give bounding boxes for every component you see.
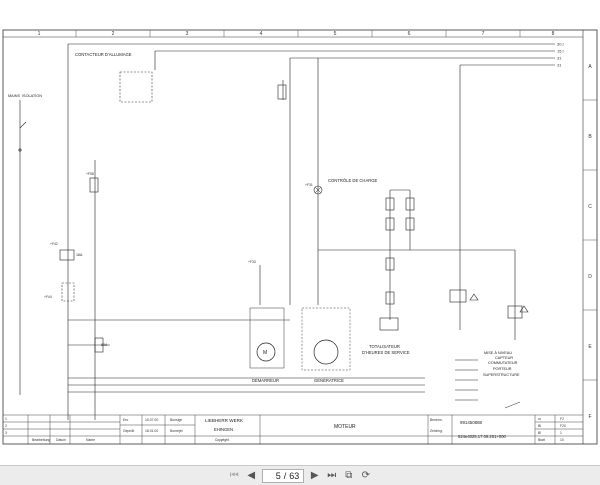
column-label: 1 bbox=[38, 31, 41, 37]
svg-text:M: M bbox=[263, 350, 267, 356]
checked-date: 18.01.00 bbox=[145, 429, 158, 433]
component-code: +F31 bbox=[305, 183, 313, 187]
created-label: Ers. bbox=[123, 418, 129, 422]
revision-index: 2 bbox=[5, 424, 7, 428]
next-page-icon[interactable]: ▶ bbox=[310, 470, 319, 481]
starter-label: DÉMARREUR bbox=[252, 378, 279, 383]
company-city: EHINGEN bbox=[214, 427, 233, 432]
level-sensor-label-3: COMMUTATEUR bbox=[488, 361, 518, 365]
zeichnung-label: Zeichng. bbox=[430, 429, 443, 433]
generator-label: GÉNÉRATRICE bbox=[314, 378, 344, 383]
sheet-value: 10 bbox=[560, 438, 564, 442]
isolation-label: ISOLATION bbox=[22, 94, 42, 98]
row-label: F bbox=[588, 414, 591, 420]
sheet-key: Bl bbox=[538, 424, 541, 428]
drawing-title: MOTEUR bbox=[334, 424, 356, 430]
row-label: E bbox=[588, 344, 592, 350]
column-label: 5 bbox=[334, 31, 337, 37]
drawing-number: 991450888 bbox=[460, 420, 483, 425]
rotate-icon[interactable]: ⟳ bbox=[361, 470, 370, 481]
created-name: Bonsign bbox=[170, 418, 182, 422]
sheet-value: 1 bbox=[560, 431, 562, 435]
copy-icon[interactable]: ⧉ bbox=[345, 470, 353, 481]
column-label: 8 bbox=[552, 31, 555, 37]
pdf-viewer-toolbar: ⏮ ◀ 5 / 63 ▶ ⏭ ⧉ ⟳ bbox=[0, 465, 600, 485]
revision-index: 3 bbox=[5, 431, 7, 435]
bus-label: 31 bbox=[557, 63, 562, 68]
column-label: 3 bbox=[186, 31, 189, 37]
sheet-value: F2 bbox=[560, 417, 564, 421]
sheet-value: F20 bbox=[560, 424, 566, 428]
sheet-key: Bl bbox=[538, 431, 541, 435]
checked-name: Bonrejet bbox=[170, 429, 183, 433]
ignition-switch-title: CONTACTEUR D'ALLUMAGE bbox=[75, 52, 132, 57]
bus-label: 15.I bbox=[557, 49, 564, 54]
created-date: 15.07.00 bbox=[145, 418, 158, 422]
mains-label: MAINS bbox=[8, 94, 20, 98]
fuse-rating: 16A bbox=[76, 253, 83, 257]
company-name: LIEBHERR WERK bbox=[205, 418, 244, 423]
drawing-reference: 524e4025.17.09.201+000 bbox=[458, 434, 507, 439]
column-label: 2 bbox=[112, 31, 115, 37]
column-label: 7 bbox=[482, 31, 485, 37]
last-page-icon[interactable]: ⏭ bbox=[327, 470, 337, 481]
benennung-label: Benenn. bbox=[430, 418, 443, 422]
charge-control-label: CONTRÔLE DE CHARGE bbox=[328, 178, 378, 183]
fuse-rating: 80A bbox=[101, 343, 108, 347]
level-sensor-label: MISE À NIVEAU bbox=[484, 351, 512, 355]
schematic-sheet: 1 2 3 4 5 6 7 8 A B C D E F 30.I 15.I 31… bbox=[2, 29, 598, 445]
sheet-key: Blatt bbox=[538, 438, 545, 442]
first-page-icon[interactable]: ⏮ bbox=[229, 470, 239, 481]
row-label: C bbox=[588, 204, 592, 210]
hour-meter-label-2: D'HEURES DE SERVICE bbox=[362, 350, 410, 355]
copyright-label: Copyright bbox=[215, 438, 229, 442]
bus-label: 31 bbox=[557, 56, 562, 61]
bus-label: 30.I bbox=[557, 42, 564, 47]
checked-label: Geprüft bbox=[123, 429, 134, 433]
level-sensor-label-5: SUPERSTRUCTURE bbox=[483, 373, 520, 377]
component-code: +F44 bbox=[44, 295, 52, 299]
component-code: +F33 bbox=[248, 260, 256, 264]
column-label: 6 bbox=[408, 31, 411, 37]
component-code: +F42 bbox=[50, 242, 58, 246]
level-sensor-label-4: PORTEUR bbox=[493, 367, 512, 371]
page-current-input[interactable]: 5 bbox=[275, 470, 281, 481]
sheet-key: m bbox=[538, 417, 541, 421]
page-indicator[interactable]: 5 / 63 bbox=[261, 468, 305, 483]
hour-meter-label: TOTALISATEUR bbox=[369, 344, 400, 349]
column-label: 4 bbox=[260, 31, 263, 37]
page-separator: / bbox=[283, 470, 287, 481]
revision-header: Datum bbox=[56, 438, 66, 442]
row-label: B bbox=[588, 134, 592, 140]
component-code: +F58 bbox=[86, 172, 94, 176]
level-sensor-label-2: CAPTEUR bbox=[495, 356, 513, 360]
revision-header: Name bbox=[86, 438, 95, 442]
revision-header: Bearbeitung bbox=[32, 438, 50, 442]
row-label: A bbox=[588, 64, 592, 70]
page-total: 63 bbox=[289, 470, 300, 481]
row-label: D bbox=[588, 274, 592, 280]
revision-index: 1 bbox=[5, 417, 7, 421]
previous-page-icon[interactable]: ◀ bbox=[247, 470, 256, 481]
